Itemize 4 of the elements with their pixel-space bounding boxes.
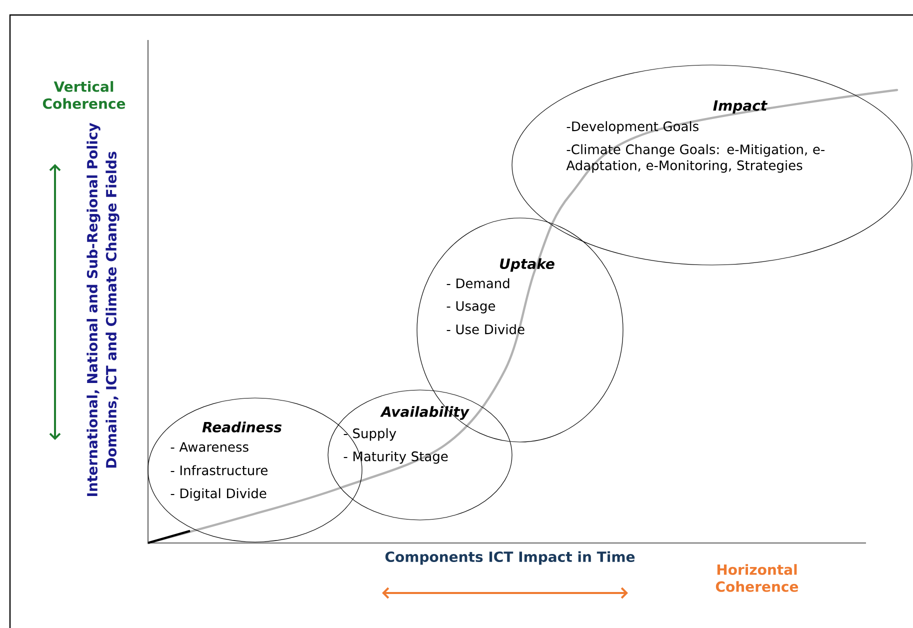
horizontal-axis-title: Horizontal Coherence (716, 564, 798, 592)
axis-label: International, National and Sub-Regional Policy Domains, ICT and Climate Change Fields (86, 122, 120, 496)
vertical-axis-title: Vertical Coherence (42, 81, 126, 109)
axis-label: Components ICT Impact in Time (385, 551, 635, 565)
